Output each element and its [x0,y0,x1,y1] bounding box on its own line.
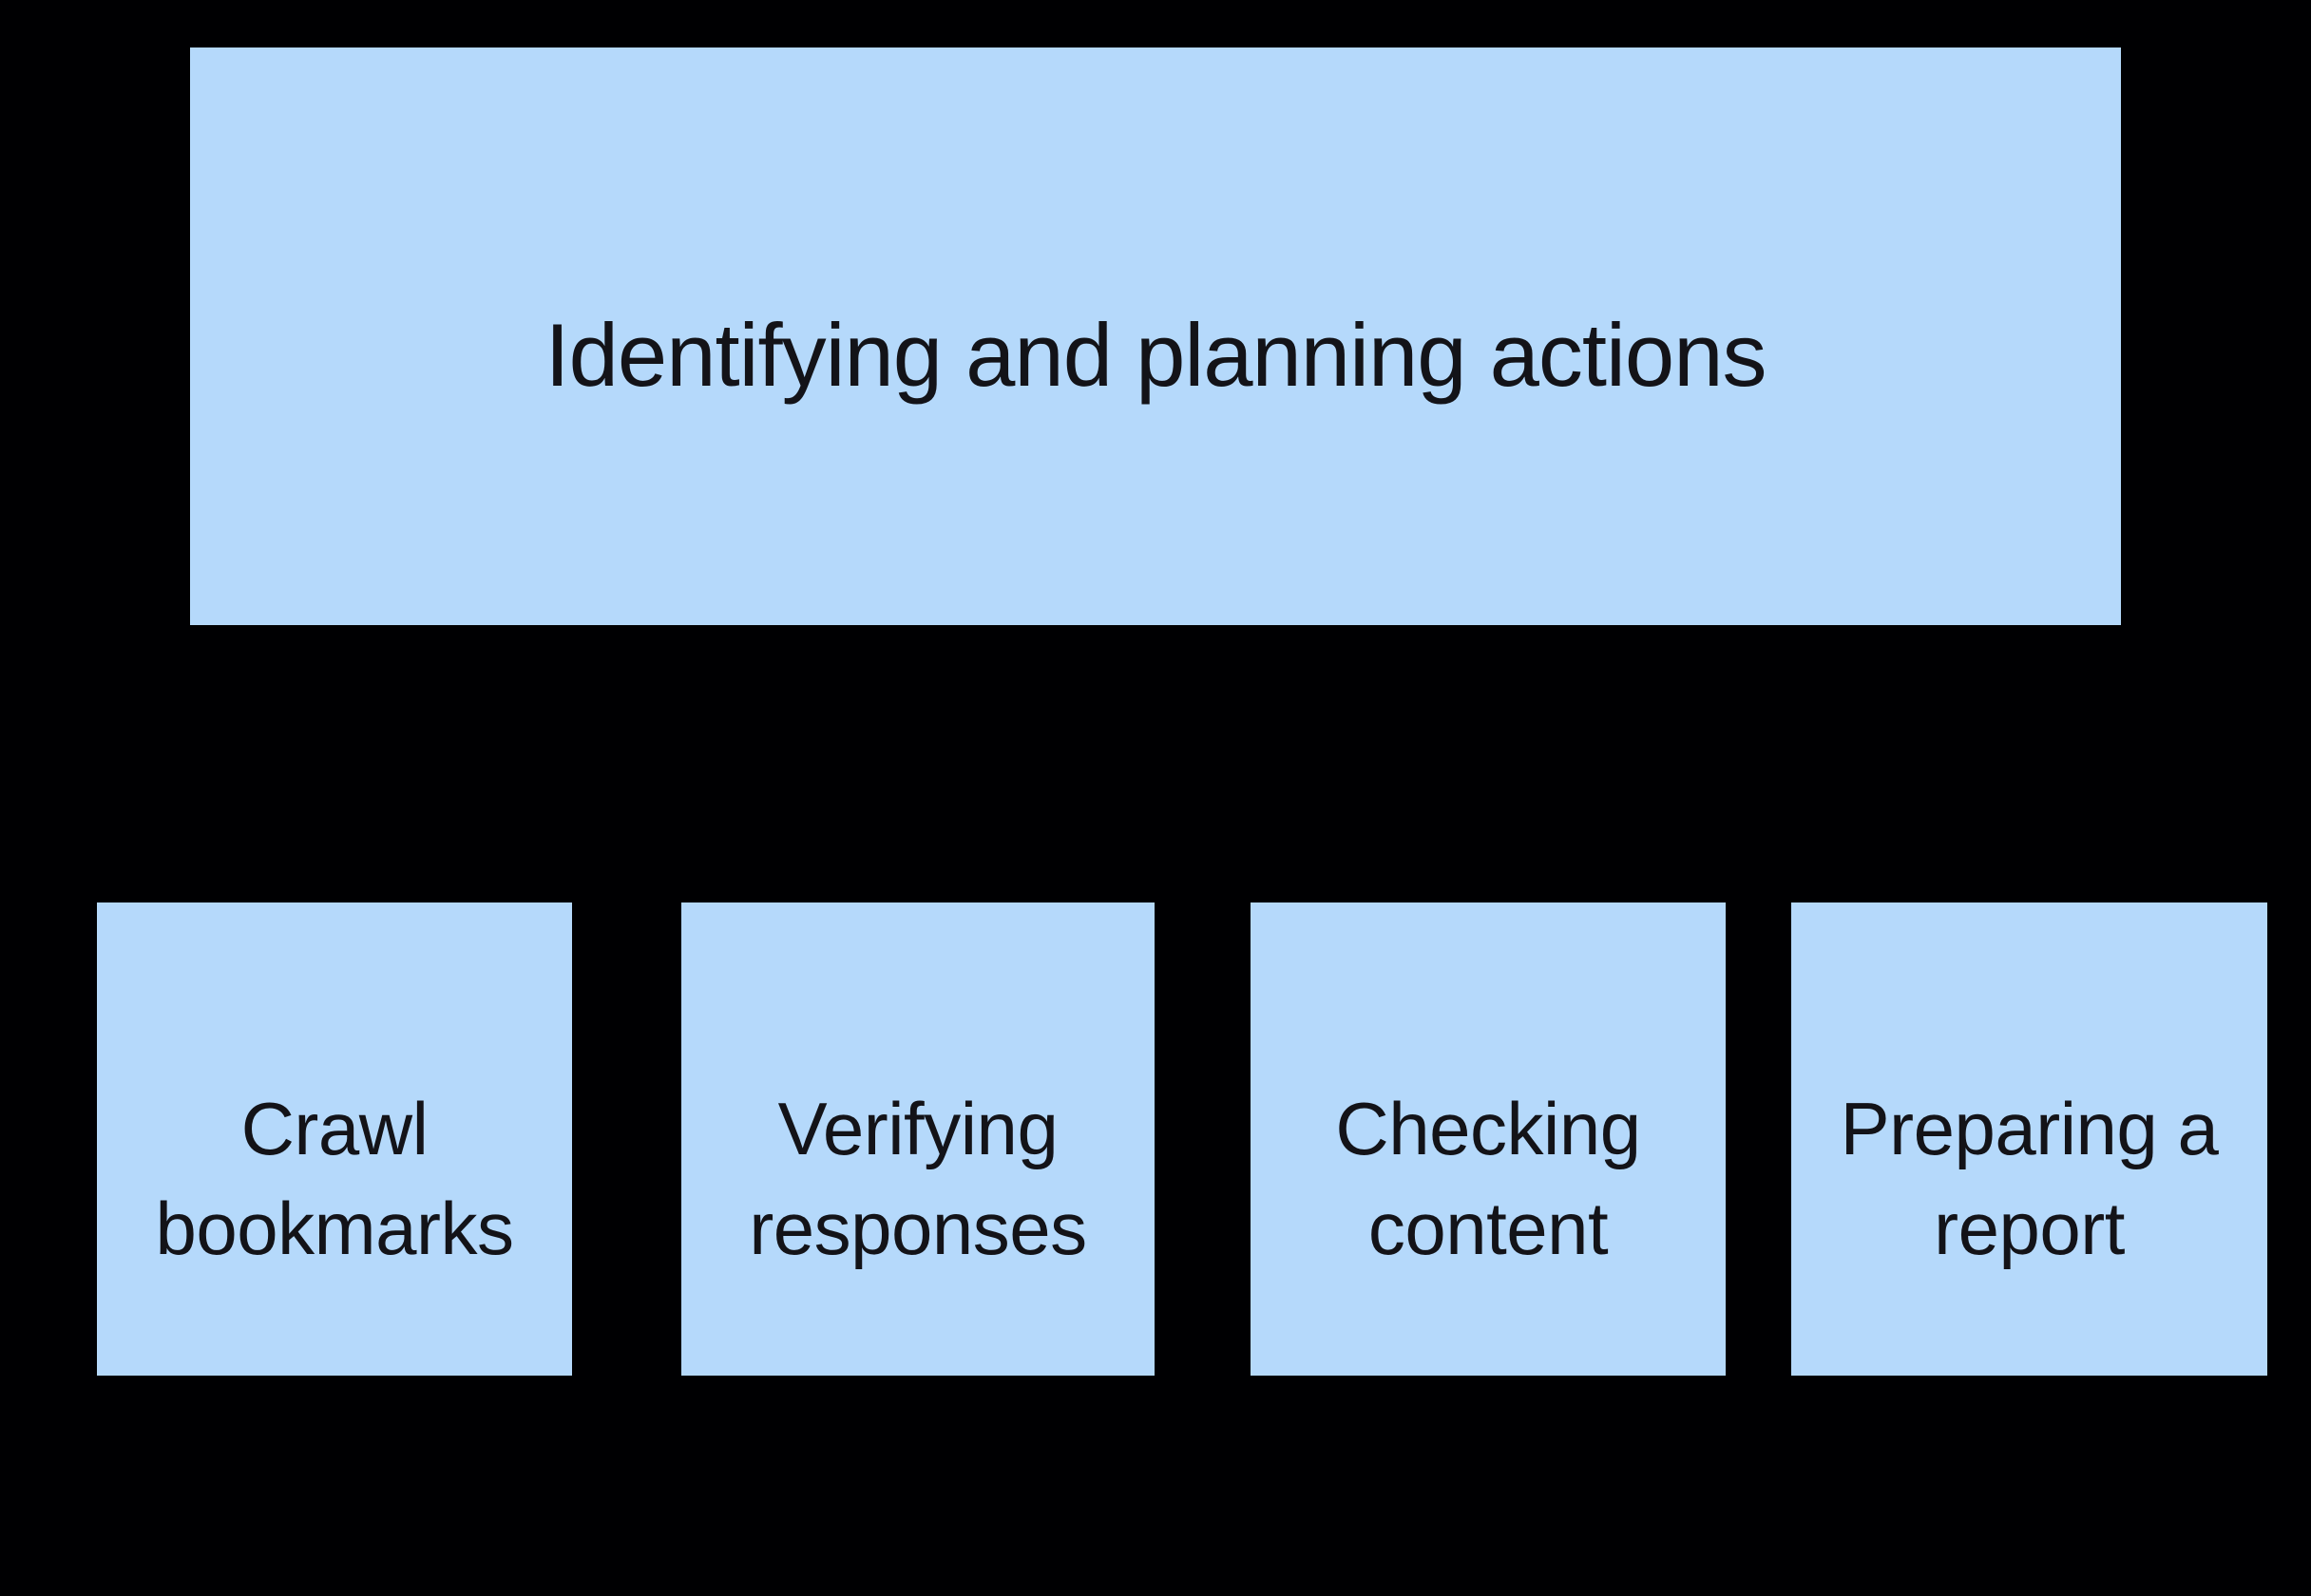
node-crawl-bookmarks: Crawl bookmarks [97,902,572,1376]
node-label: Checking content [1335,1086,1641,1270]
node-verifying-responses: Verifying responses [681,902,1155,1376]
node-label: Crawl bookmarks [155,1086,514,1270]
node-preparing-a-report: Preparing a report [1791,902,2267,1376]
node-identifying-and-planning-actions: Identifying and planning actions [190,48,2121,625]
node-label: Identifying and planning actions [544,304,1767,405]
node-checking-content: Checking content [1251,902,1726,1376]
node-label: Preparing a report [1840,1086,2219,1270]
node-label: Verifying responses [749,1086,1087,1270]
